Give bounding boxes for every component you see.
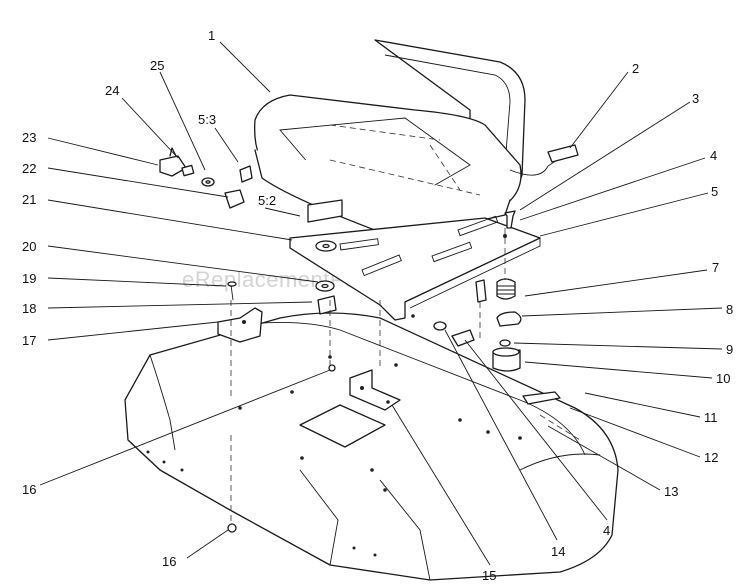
- callout-13: 13: [664, 484, 678, 499]
- callout-15: 15: [482, 568, 496, 583]
- callout-21: 21: [22, 192, 36, 207]
- callout-numbers: 1 2 3 4 5 7 8 9 10 11 12 13 4 14 15 16 1…: [22, 28, 733, 583]
- switch-assembly: [159, 147, 343, 223]
- fender-panel: [124, 307, 619, 581]
- callout-5-3: 5:3: [198, 112, 216, 127]
- callout-10: 10: [716, 371, 730, 386]
- callout-7: 7: [712, 260, 719, 275]
- callout-22: 22: [22, 161, 36, 176]
- callout-12: 12: [704, 450, 718, 465]
- callout-14: 14: [551, 544, 565, 559]
- callout-5-2: 5:2: [258, 193, 276, 208]
- callout-17: 17: [22, 333, 36, 348]
- callout-25: 25: [150, 58, 164, 73]
- callout-9: 9: [726, 342, 733, 357]
- seat: [254, 39, 579, 237]
- callout-19: 19: [22, 271, 36, 286]
- callout-1: 1: [208, 28, 215, 43]
- callout-24: 24: [105, 83, 119, 98]
- callout-4-bottom: 4: [603, 523, 610, 538]
- callout-18: 18: [22, 301, 36, 316]
- leader-lines: [39, 41, 723, 566]
- callout-3: 3: [692, 91, 699, 106]
- callout-16-left: 16: [22, 482, 36, 497]
- callout-23: 23: [22, 130, 36, 145]
- callout-16-bottom: 16: [162, 554, 176, 569]
- callout-5: 5: [711, 184, 718, 199]
- callout-11: 11: [704, 410, 718, 425]
- callout-4-top: 4: [710, 148, 717, 163]
- seat-mounting-plate: [289, 215, 541, 321]
- fasteners-right: [227, 210, 561, 533]
- callout-20: 20: [22, 239, 36, 254]
- callout-2: 2: [632, 61, 639, 76]
- callout-8: 8: [726, 302, 733, 317]
